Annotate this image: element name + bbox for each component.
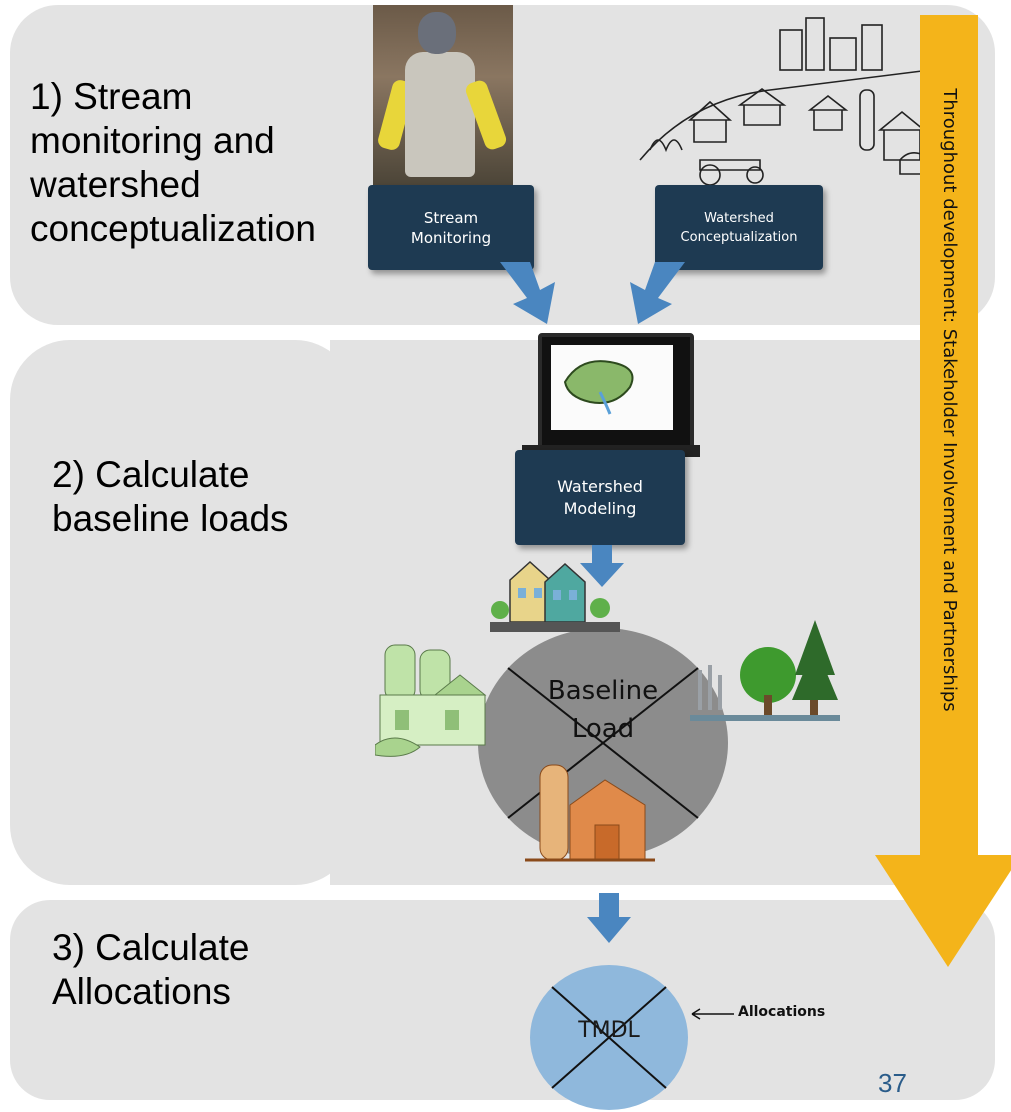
step-1-label: 1) Stream monitoring and watershed conce…: [30, 76, 316, 249]
step-3-band: [10, 900, 995, 1100]
baseline-load-label: Baseline Load: [547, 676, 659, 744]
watershed-modeling-box: Watershed Modeling: [515, 450, 685, 545]
watershed-sketch-illustration: [639, 17, 931, 186]
step-2-band: [10, 340, 355, 885]
watershed-conceptualization-label: Watershed Conceptualization: [680, 210, 798, 245]
stream-monitoring-box: Stream Monitoring: [368, 185, 534, 270]
arrow-down-right-icon: [500, 262, 555, 324]
trees-icon: [690, 620, 840, 721]
wader-head: [418, 12, 456, 54]
factory-icon: [375, 644, 487, 757]
arrow-down-icon: [587, 893, 631, 943]
watershed-conceptualization-box: Watershed Conceptualization: [655, 185, 823, 270]
stakeholder-banner-text: Throughout development: Stakeholder Invo…: [939, 88, 960, 712]
stakeholder-banner-arrowhead: [875, 855, 1011, 967]
stakeholder-banner-bar: [920, 15, 978, 855]
watershed-map-icon: [563, 360, 634, 415]
watershed-modeling-label: Watershed Modeling: [557, 476, 643, 518]
stream-monitoring-label: Stream Monitoring: [410, 208, 492, 247]
barn-icon: [525, 764, 655, 862]
wader-body: [405, 52, 475, 177]
step-3-label: 3) Calculate Allocations: [52, 927, 250, 1012]
allocations-label: Allocations: [738, 1004, 826, 1020]
step-2-label: 2) Calculate baseline loads: [52, 454, 289, 539]
tmdl-label: TMDL: [578, 1018, 640, 1043]
arrow-left-icon: [691, 1008, 734, 1020]
houses-icon: [490, 560, 620, 632]
tmdl-divider-lines: [551, 986, 667, 1089]
arrow-down-left-icon: [630, 262, 685, 324]
arrow-down-icon: [580, 545, 624, 587]
page-number: 37: [878, 1068, 907, 1098]
